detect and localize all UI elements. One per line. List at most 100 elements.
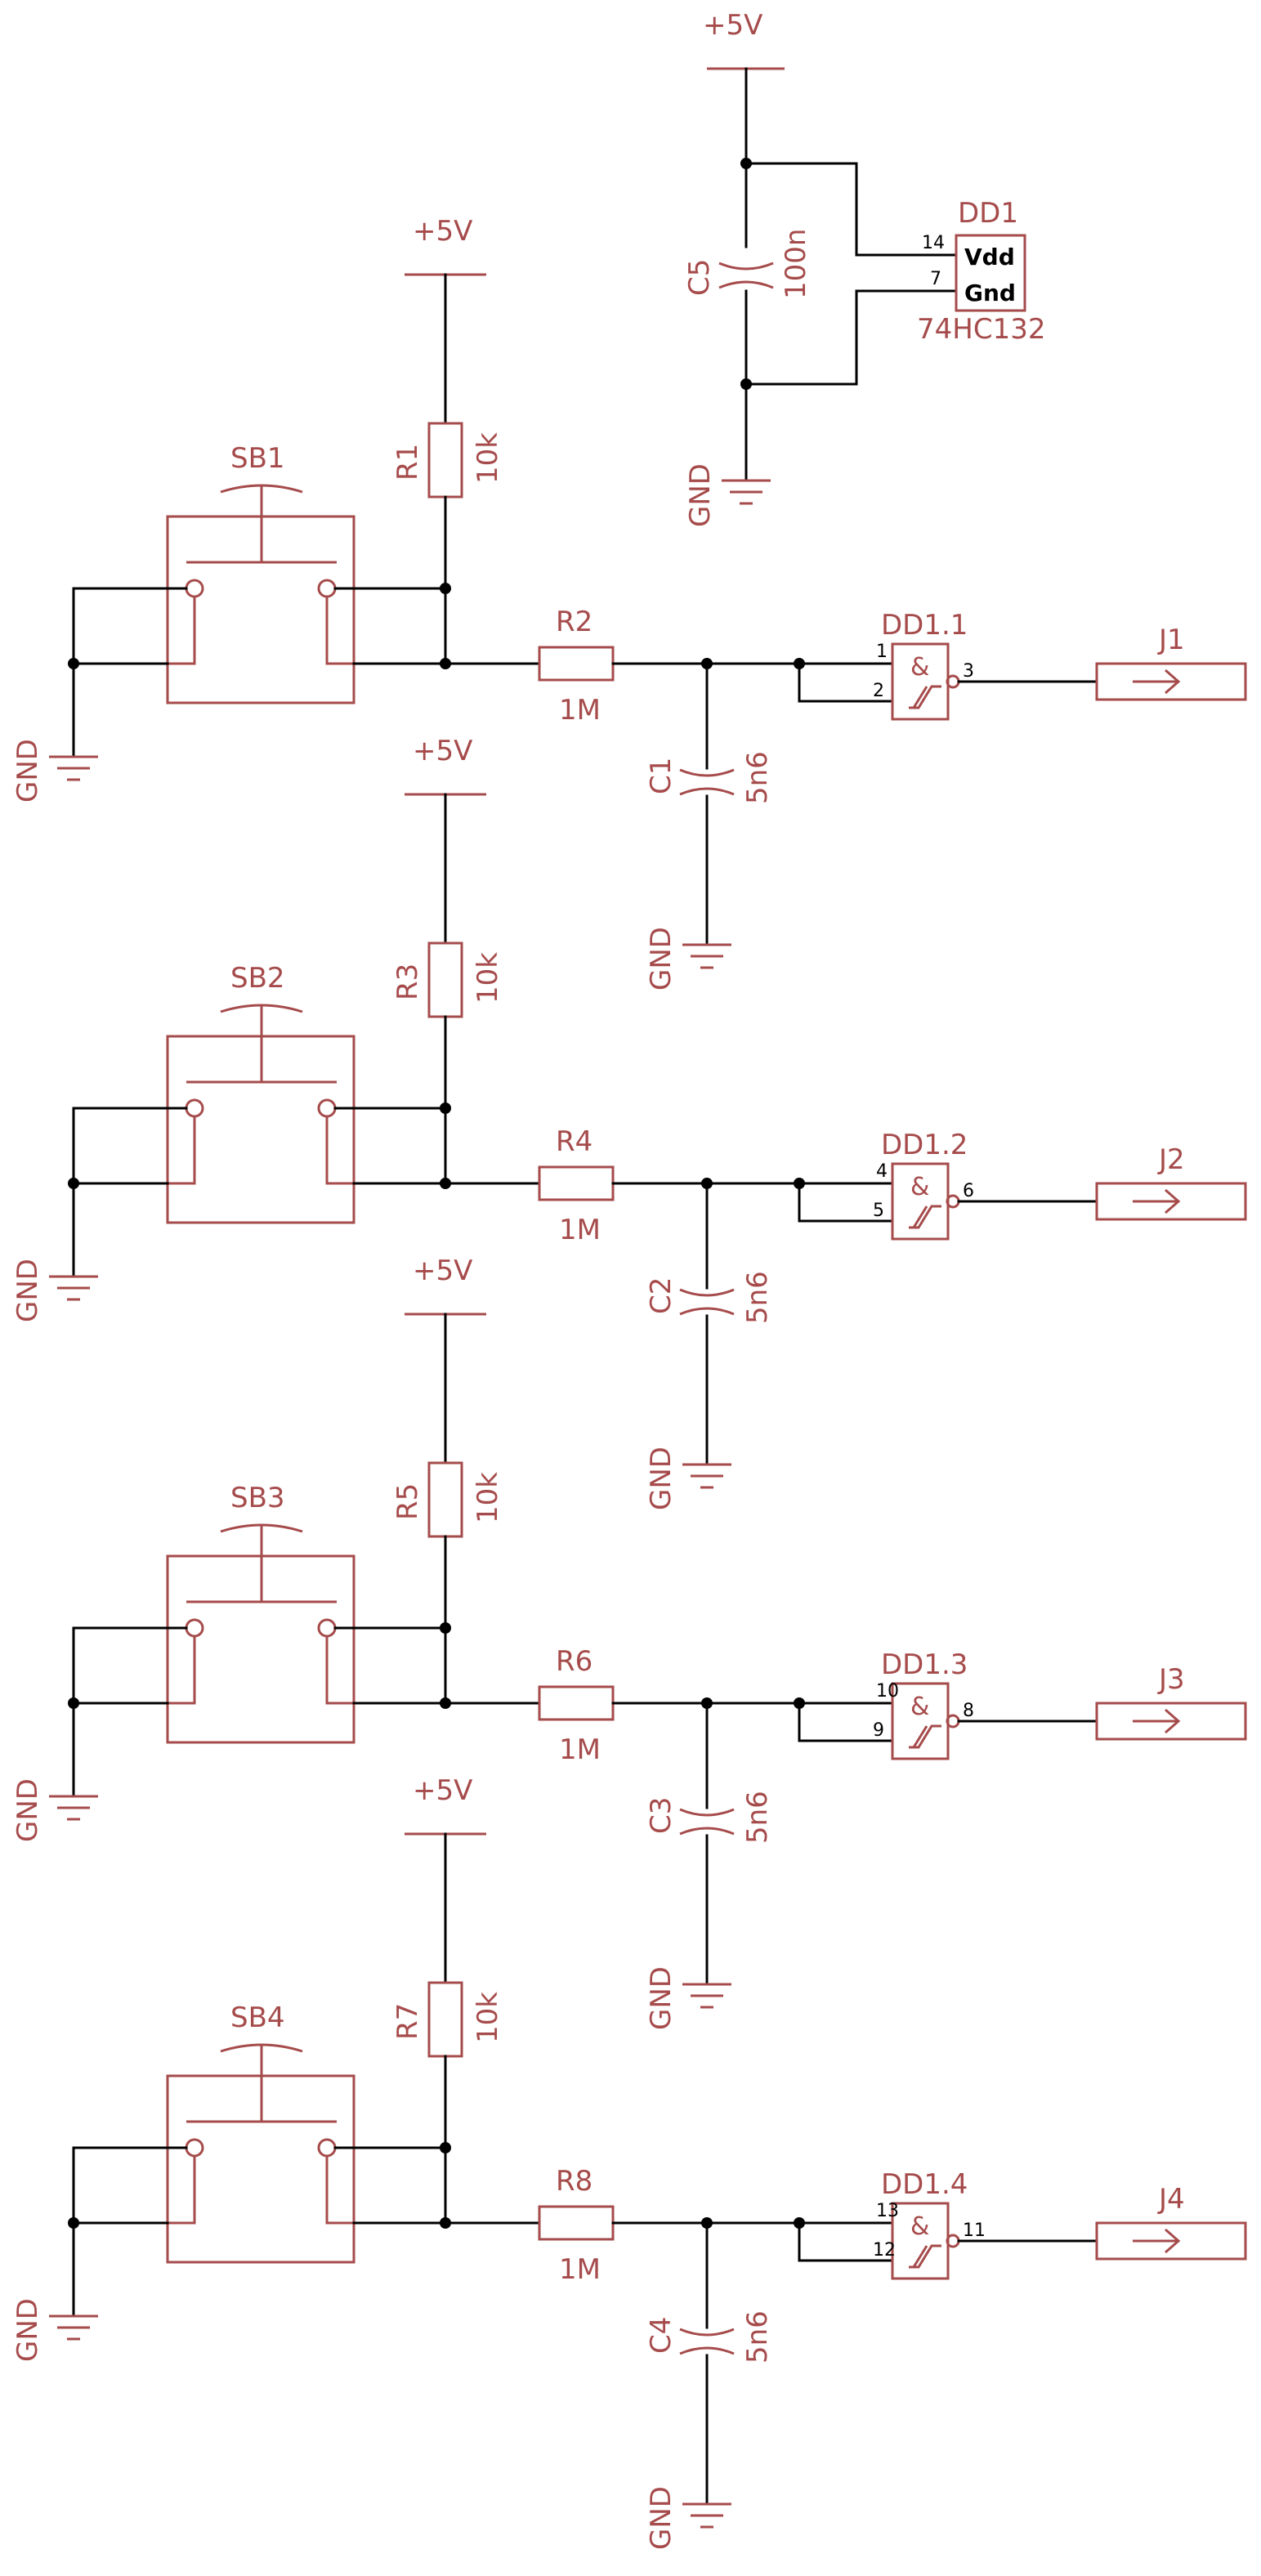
resistor-ref: R5 [391,1483,424,1520]
switch-ref: SB1 [230,442,285,475]
connector-arrow-icon [1133,1188,1181,1214]
switch-lead [168,1636,196,1705]
switch-lead [325,2156,354,2225]
gnd-label-switch: GND [11,1778,44,1842]
capacitor-value: 5n6 [741,751,774,804]
gate-pin-number: 8 [963,1701,974,1721]
gate-pin-number: 2 [873,681,884,701]
switch-ref: SB3 [230,1482,285,1514]
switch-contact [317,579,337,598]
gnd-label-cap: GND [645,1447,677,1510]
connector-body [1095,1182,1247,1221]
junction-dot [68,1178,79,1189]
connector-body [1095,662,1247,701]
switch-contact [317,2138,337,2158]
hysteresis-icon [909,1205,941,1229]
switch-ref: SB2 [230,962,285,995]
capacitor-ref: C2 [645,1277,677,1314]
capacitor-ref: C3 [645,1797,677,1834]
switch-contact [317,1618,337,1638]
ic-pin-name: Vdd [964,244,1015,271]
resistor-ref: R2 [556,606,592,638]
connector-arrow-icon [1133,1708,1181,1734]
ic-part-number: 74HC132 [917,313,1045,346]
gate-pin-number: 4 [876,1161,888,1182]
gate-ref: DD1.3 [881,1648,968,1681]
cap-plate [718,262,774,271]
resistor-value: 1M [559,1214,601,1246]
resistor-body [427,941,463,1018]
ic-power-box [955,234,1026,312]
ic-ref: DD1 [958,197,1018,230]
vcc-label: +5V [413,1254,472,1287]
connector-ref: J3 [1157,1663,1185,1696]
resistor-value: 1M [559,694,601,727]
resistor-value: 10k [472,952,504,1004]
connector-arrow-icon [1133,669,1181,695]
ic-power-unit: DD1 74HC132 14 Vdd 7 Gnd [917,197,1045,346]
connector-ref: J2 [1157,1143,1185,1176]
vcc-label: +5V [413,215,472,248]
resistor-value: 1M [559,2253,601,2286]
cap-plate [679,787,735,796]
cap-plate [718,280,774,289]
gate-symbol: & [910,653,929,682]
ic-pin-number: 14 [922,233,945,253]
resistor-body [427,422,463,499]
junction-dot [68,2217,79,2229]
gate-pin-number: 10 [876,1681,899,1702]
gate-pin-number: 12 [873,2240,896,2261]
cap-plate [679,1808,735,1817]
resistor-ref: R6 [556,1645,592,1678]
gnd-label-switch: GND [11,739,44,803]
switch-contact [185,1618,204,1638]
vcc-label: +5V [413,1774,472,1807]
switch-lead [168,597,196,665]
cap-plate [679,1827,735,1836]
resistor-ref: R3 [391,964,424,1000]
resistor-body [538,2205,615,2241]
connector-body [1095,2221,1247,2261]
ground-symbol: GND [684,463,771,527]
hysteresis-icon [909,685,941,709]
cap-plate [679,1307,735,1316]
resistor-value: 10k [472,1992,504,2043]
gate-symbol: & [910,1173,929,1201]
connector-body [1095,1702,1247,1741]
connector-arrow-icon [1133,2228,1181,2254]
junction-dot [740,378,752,390]
gate-ref: DD1.1 [881,609,968,642]
cap-plate [679,1288,735,1297]
resistor-body [538,1685,615,1721]
cap-plate [679,2346,735,2355]
capacitor-ref: C5 [683,259,716,296]
gate-pin-number: 1 [876,642,888,662]
hysteresis-icon [909,1724,941,1749]
switch-contact [185,2138,204,2158]
switch-contact [185,1098,204,1118]
switch-lead [325,1116,354,1185]
switch-lead [168,1116,196,1185]
capacitor-ref: C1 [645,758,677,794]
resistor-value: 1M [559,1733,601,1766]
gate-pin-number: 6 [963,1181,974,1201]
resistor-ref: R4 [556,1125,592,1158]
resistor-body [538,646,615,682]
gate-pin-number: 3 [963,661,974,682]
switch-lead [168,2156,196,2225]
capacitor-value: 5n6 [741,1271,774,1324]
junction-dot [68,1697,79,1709]
ic-pin-number: 7 [930,269,941,289]
gate-ref: DD1.2 [881,1129,968,1161]
ic-pin-name: Gnd [964,280,1016,306]
vcc-label: +5V [413,735,472,767]
resistor-ref: R7 [391,2003,424,2040]
gate-pin-number: 9 [873,1720,884,1741]
cap-plate [679,768,735,777]
gate-symbol: & [910,1693,929,1721]
junction-dot [68,658,79,669]
gnd-label-cap: GND [645,1966,677,2030]
